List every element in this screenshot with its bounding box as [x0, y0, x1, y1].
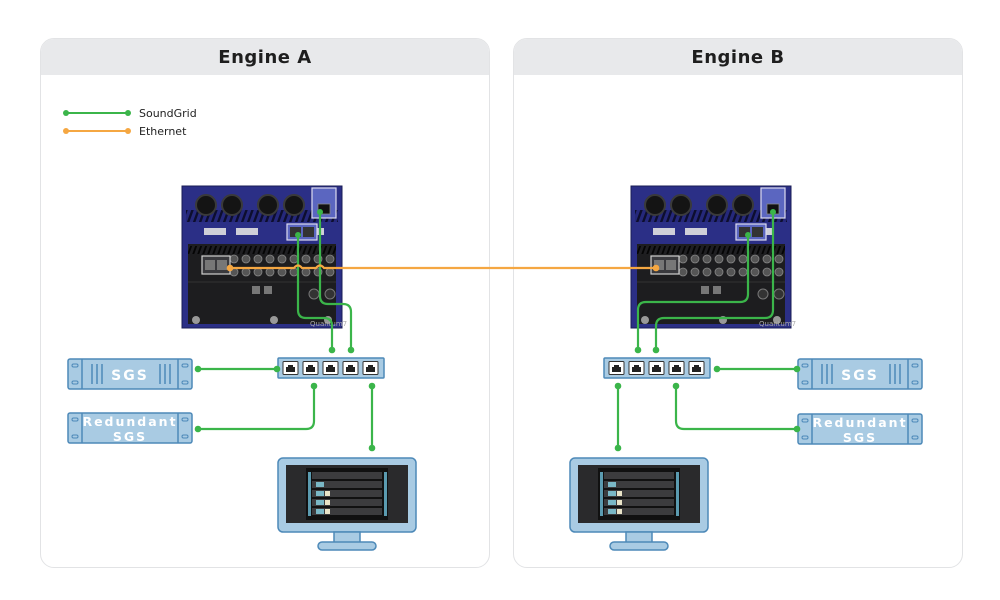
engine-b-redundant-label-line2: SGS: [843, 430, 877, 445]
engine-b-diagram: SGS Redundant SGS: [569, 185, 923, 551]
soundgrid-line-swatch: [63, 110, 131, 116]
engine-a-sgs-label: SGS: [111, 368, 149, 384]
engine-b-link-switch-redundant: [674, 386, 797, 431]
engine-a-title: Engine A: [41, 39, 489, 75]
engine-b-link-rack-switch-2: [654, 212, 775, 350]
engine-b-sgs-vents: [821, 364, 901, 384]
ethernet-link-engine-a-to-b: [226, 264, 660, 272]
engine-b-computer-monitor: [569, 457, 709, 551]
engine-b-redundant-label-line1: Redundant: [812, 415, 907, 430]
engine-a-link-endpoints: [194, 209, 376, 452]
engine-a-soundgrid-links: [198, 212, 374, 448]
legend: SoundGrid Ethernet: [63, 104, 197, 140]
engine-a-link-rack-switch-1: [296, 235, 334, 350]
engine-b-link-rack-switch-1: [636, 235, 750, 350]
engine-a-link-rack-switch-2: [318, 212, 353, 350]
engine-b-sgs-label: SGS: [841, 368, 879, 384]
engine-b-link-endpoints: [614, 209, 801, 452]
engine-b-title: Engine B: [514, 39, 962, 75]
legend-label-soundgrid: SoundGrid: [139, 106, 197, 120]
ethernet-line-swatch: [63, 128, 131, 134]
engine-a-network-switch: [277, 357, 385, 379]
engine-a-redundant-label-line1: Redundant: [82, 414, 177, 429]
engine-a-panel: Engine A: [40, 38, 490, 568]
engine-b-rack-unit: [630, 185, 798, 329]
legend-item-soundgrid: SoundGrid: [63, 104, 197, 122]
legend-label-ethernet: Ethernet: [139, 124, 187, 138]
engine-a-link-redundant-switch: [198, 386, 316, 431]
engine-a-diagram: SGS Redundant SGS: [67, 185, 417, 551]
engine-a-redundant-label-line2: SGS: [113, 429, 147, 444]
engine-a-sgs-vents: [91, 364, 171, 384]
legend-item-ethernet: Ethernet: [63, 122, 197, 140]
engine-b-network-switch: [603, 357, 711, 379]
engine-b-soundgrid-links: [616, 212, 797, 448]
engine-a-rack-unit: [181, 185, 349, 329]
engine-a-computer-monitor: [277, 457, 417, 551]
